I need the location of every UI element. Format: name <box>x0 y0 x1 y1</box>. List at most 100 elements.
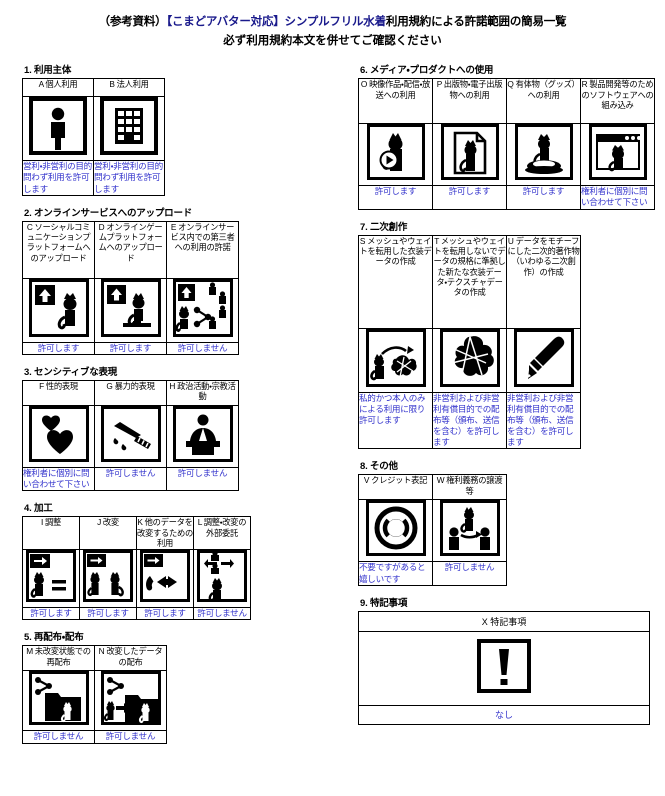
permission-q: 許可します <box>506 185 581 210</box>
header-row: I 調整 J 改変 K 他のデータを改変するための利用 L 調整・改変の外部委託 <box>22 516 251 551</box>
icon-cell-a <box>22 96 94 162</box>
icon-cell-i <box>22 549 80 609</box>
section-5-heading: 5. 再配布・配布 <box>24 632 84 644</box>
share-folder-modified-cat-icon <box>100 671 161 726</box>
permission-row: 許可します 許可します 許可します 権利者に個別に問い合わせて下さい <box>358 185 655 210</box>
icon-row <box>358 327 581 393</box>
section-3-heading: 3. センシティブな表現 <box>24 366 118 378</box>
icon-cell-x <box>358 630 650 706</box>
icon-row <box>22 404 239 468</box>
permission-row: 許可します 許可します 許可しません <box>22 341 239 355</box>
permission-w: 許可しません <box>432 561 507 586</box>
section-4-heading: 4. 加工 <box>24 503 53 515</box>
column-header-l: L 調整・改変の外部委託 <box>193 516 251 551</box>
section-7: 7. 二次創作 S メッシュやウェイトを転用した衣装データの作成 T メッシュや… <box>358 219 647 450</box>
section-1: 1. 利用主体 A 個人利用 B 法人利用 <box>22 62 248 196</box>
column-header-p: P 出版物・電子出版物への利用 <box>432 78 507 125</box>
icon-row <box>358 123 655 187</box>
paintbrush-icon <box>513 328 574 387</box>
permission-p: 許可します <box>432 185 507 210</box>
person-icon <box>29 97 87 156</box>
share-folder-cat-icon <box>28 671 89 726</box>
column-header-s: S メッシュやウェイトを転用した衣装データの作成 <box>358 234 433 329</box>
icon-cell-e <box>166 277 239 343</box>
permission-row: 権利者に個別に問い合わせて下さい 許可しません 許可しません <box>22 466 239 492</box>
permission-b: 営利・非営利の目的問わず利用を許可します <box>93 160 165 196</box>
handoff-cat-icon <box>197 550 247 603</box>
permission-row: 営利・非営利の目的問わず利用を許可します 営利・非営利の目的問わず利用を許可しま… <box>22 160 165 196</box>
icon-cell-o <box>358 123 433 187</box>
column-header-f: F 性的表現 <box>22 379 95 406</box>
permission-t: 非営利および非営利有償目的での配布等（頒布、送信を含む）を許可します <box>432 391 507 450</box>
permission-v: 不要ですがあると嬉しいです <box>358 561 433 586</box>
section-3: 3. センシティブな表現 F 性的表現 G 暴力的表現 H 政治活動・宗教活動 <box>22 364 248 492</box>
icon-cell-m <box>22 670 95 732</box>
permission-x: なし <box>358 704 650 725</box>
copyright-icon <box>365 500 426 557</box>
permission-row: 私的かつ本人のみによる利用に限り許可します 非営利および非営利有償目的での配布等… <box>358 391 581 450</box>
column-header-w: W 権利義務の譲渡等 <box>432 474 507 501</box>
permission-m: 許可しません <box>22 730 95 744</box>
column-header-a: A 個人利用 <box>22 78 94 98</box>
permission-k: 許可します <box>136 607 194 621</box>
permission-u: 非営利および非営利有償目的での配布等（頒布、送信を含む）を許可します <box>506 391 581 450</box>
section-6: 6. メディア・プロダクトへの使用 O 映像作品・配信・放送への利用 P 出版物… <box>358 62 655 210</box>
icon-cell-d <box>94 277 167 343</box>
column-header-v: V クレジット表記 <box>358 474 433 501</box>
header-row: C ソーシャルコミュニケーションプラットフォームへのアップロード D オンライン… <box>22 220 239 279</box>
play-cat-icon <box>366 124 425 181</box>
section-1-heading: 1. 利用主体 <box>24 65 72 77</box>
exclamation-icon <box>477 638 531 693</box>
column-header-d: D オンラインゲームプラットフォームへのアップロード <box>94 220 167 279</box>
header-row: A 個人利用 B 法人利用 <box>22 78 165 98</box>
permission-a: 営利・非営利の目的問わず利用を許可します <box>22 160 94 196</box>
column-header-q: Q 有体物（グッズ）への利用 <box>506 78 581 125</box>
icon-row <box>22 549 251 609</box>
section-9: 9. 特記事項 X 特記事項 <box>358 595 650 725</box>
icon-cell-r <box>580 123 655 187</box>
window-cat-icon <box>588 124 647 181</box>
icon-cell-p <box>432 123 507 187</box>
column-header-u: U データをモチーフにした二次的著作物（いわゆる二次創作）の作成 <box>506 234 581 329</box>
permission-row: 不要ですがあると嬉しいです 許可しません <box>358 561 507 586</box>
section-8-table: V クレジット表記 W 権利義務の譲渡等 <box>358 474 507 586</box>
column-header-g: G 暴力的表現 <box>94 379 167 406</box>
icon-row <box>22 96 165 162</box>
icon-cell-g <box>94 404 167 468</box>
column-header-m: M 未改変状態での再配布 <box>22 645 95 672</box>
icon-cell-t <box>432 327 507 393</box>
arrow-cat-ribbon-icon <box>140 550 190 603</box>
permission-s: 私的かつ本人のみによる利用に限り許可します <box>358 391 433 450</box>
icon-cell-j <box>79 549 137 609</box>
section-2: 2. オンラインサービスへのアップロード C ソーシャルコミュニケーションプラッ… <box>22 205 248 355</box>
upload-monitor-cat-icon <box>100 278 161 337</box>
section-8-heading: 8. その他 <box>360 461 398 473</box>
page-cat-icon <box>440 124 499 181</box>
hearts-icon <box>28 405 89 462</box>
header-row: S メッシュやウェイトを転用した衣装データの作成 T メッシュやウェイトを転用し… <box>358 234 581 329</box>
column-header-r: R 製品開発等のためのソフトウェアへの組み込み <box>580 78 655 125</box>
section-2-table: C ソーシャルコミュニケーションプラットフォームへのアップロード D オンライン… <box>22 220 239 355</box>
section-6-table: O 映像作品・配信・放送への利用 P 出版物・電子出版物への利用 Q 有体物（グ… <box>358 78 655 210</box>
permission-f: 権利者に個別に問い合わせて下さい <box>22 466 95 492</box>
permission-r: 権利者に個別に問い合わせて下さい <box>580 185 655 210</box>
building-icon <box>100 97 158 156</box>
upload-cat-icon <box>28 278 89 337</box>
figurine-cat-icon <box>514 124 573 181</box>
permission-l: 許可しません <box>193 607 251 621</box>
arrow-cat-equals-icon <box>26 550 76 603</box>
icon-cell-l <box>193 549 251 609</box>
cat-mesh-transfer-icon <box>365 328 426 387</box>
section-4-table: I 調整 J 改変 K 他のデータを改変するための利用 L 調整・改変の外部委託 <box>22 516 251 621</box>
section-8: 8. その他 V クレジット表記 W 権利義務の譲渡等 <box>358 458 647 586</box>
upload-share-people-icon <box>172 278 233 337</box>
permission-j: 許可します <box>79 607 137 621</box>
column-header-x: X 特記事項 <box>358 610 650 632</box>
title-highlight: 【こまどアバター対応】シンプルフリル水着 <box>166 16 386 28</box>
section-3-table: F 性的表現 G 暴力的表現 H 政治活動・宗教活動 <box>22 379 239 492</box>
icon-row <box>22 670 167 732</box>
header-row: O 映像作品・配信・放送への利用 P 出版物・電子出版物への利用 Q 有体物（グ… <box>358 78 655 125</box>
icon-cell-b <box>93 96 165 162</box>
mesh-cloth-icon <box>439 328 500 387</box>
icon-cell-s <box>358 327 433 393</box>
